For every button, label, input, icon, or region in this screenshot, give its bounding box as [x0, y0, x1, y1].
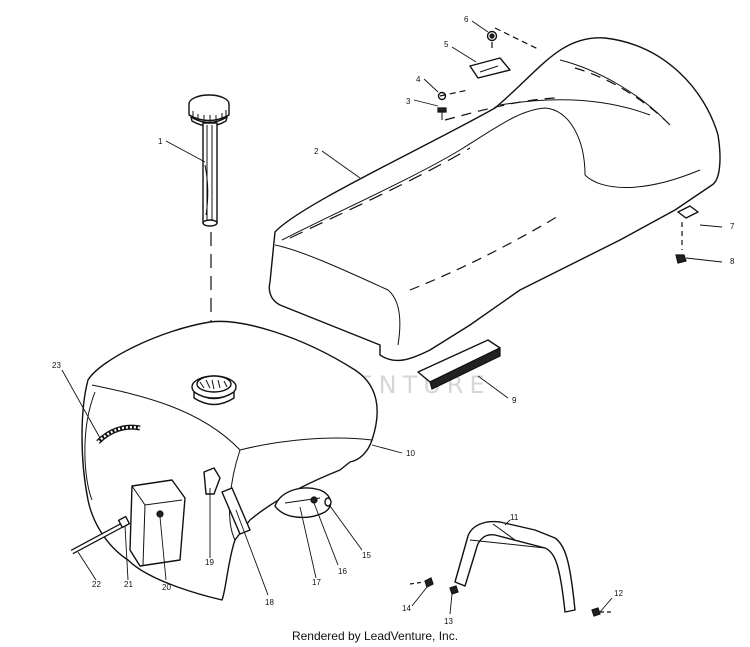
seat-assembly[interactable]: [268, 37, 721, 362]
callout-18: 18: [265, 598, 274, 607]
callout-1: 1: [158, 137, 163, 146]
callout-23: 23: [52, 361, 61, 370]
fuel-tank[interactable]: [81, 320, 378, 601]
fuel-valve-bracket[interactable]: [129, 479, 186, 567]
strap-fasteners[interactable]: [409, 577, 612, 617]
assembly-line-seat-strap: [439, 27, 541, 97]
callout-4: 4: [416, 75, 421, 84]
tank-hold-down-strap[interactable]: [454, 520, 576, 613]
callout-7: 7: [730, 222, 735, 231]
callout-13: 13: [444, 617, 453, 626]
callout-3: 3: [406, 97, 411, 106]
render-credit: Rendered by LeadVenture, Inc.: [291, 629, 459, 643]
callout-14: 14: [402, 604, 411, 613]
callout-17: 17: [312, 578, 321, 587]
callout-22: 22: [92, 580, 101, 589]
vent-hose[interactable]: [96, 424, 141, 444]
callout-12: 12: [614, 589, 623, 598]
callout-8: 8: [730, 257, 735, 266]
filler-neck-with-cap[interactable]: [188, 94, 230, 227]
callout-9: 9: [512, 396, 517, 405]
callout-19: 19: [205, 558, 214, 567]
seat-base-strap[interactable]: [417, 339, 501, 390]
callout-2: 2: [314, 147, 319, 156]
callout-5: 5: [444, 40, 449, 49]
callout-16: 16: [338, 567, 347, 576]
leader-lines: [61, 20, 723, 615]
callout-21: 21: [124, 580, 133, 589]
callout-numbers: 1 2 3 4 5 6 7 8 9 10 11 12 13 14 15 16 1…: [52, 15, 735, 626]
callout-10: 10: [406, 449, 415, 458]
callout-6: 6: [464, 15, 469, 24]
callout-20: 20: [162, 583, 171, 592]
seat-rear-bracket[interactable]: [675, 205, 699, 264]
callout-15: 15: [362, 551, 371, 560]
callout-11: 11: [510, 513, 519, 522]
fuel-line[interactable]: [70, 515, 131, 555]
